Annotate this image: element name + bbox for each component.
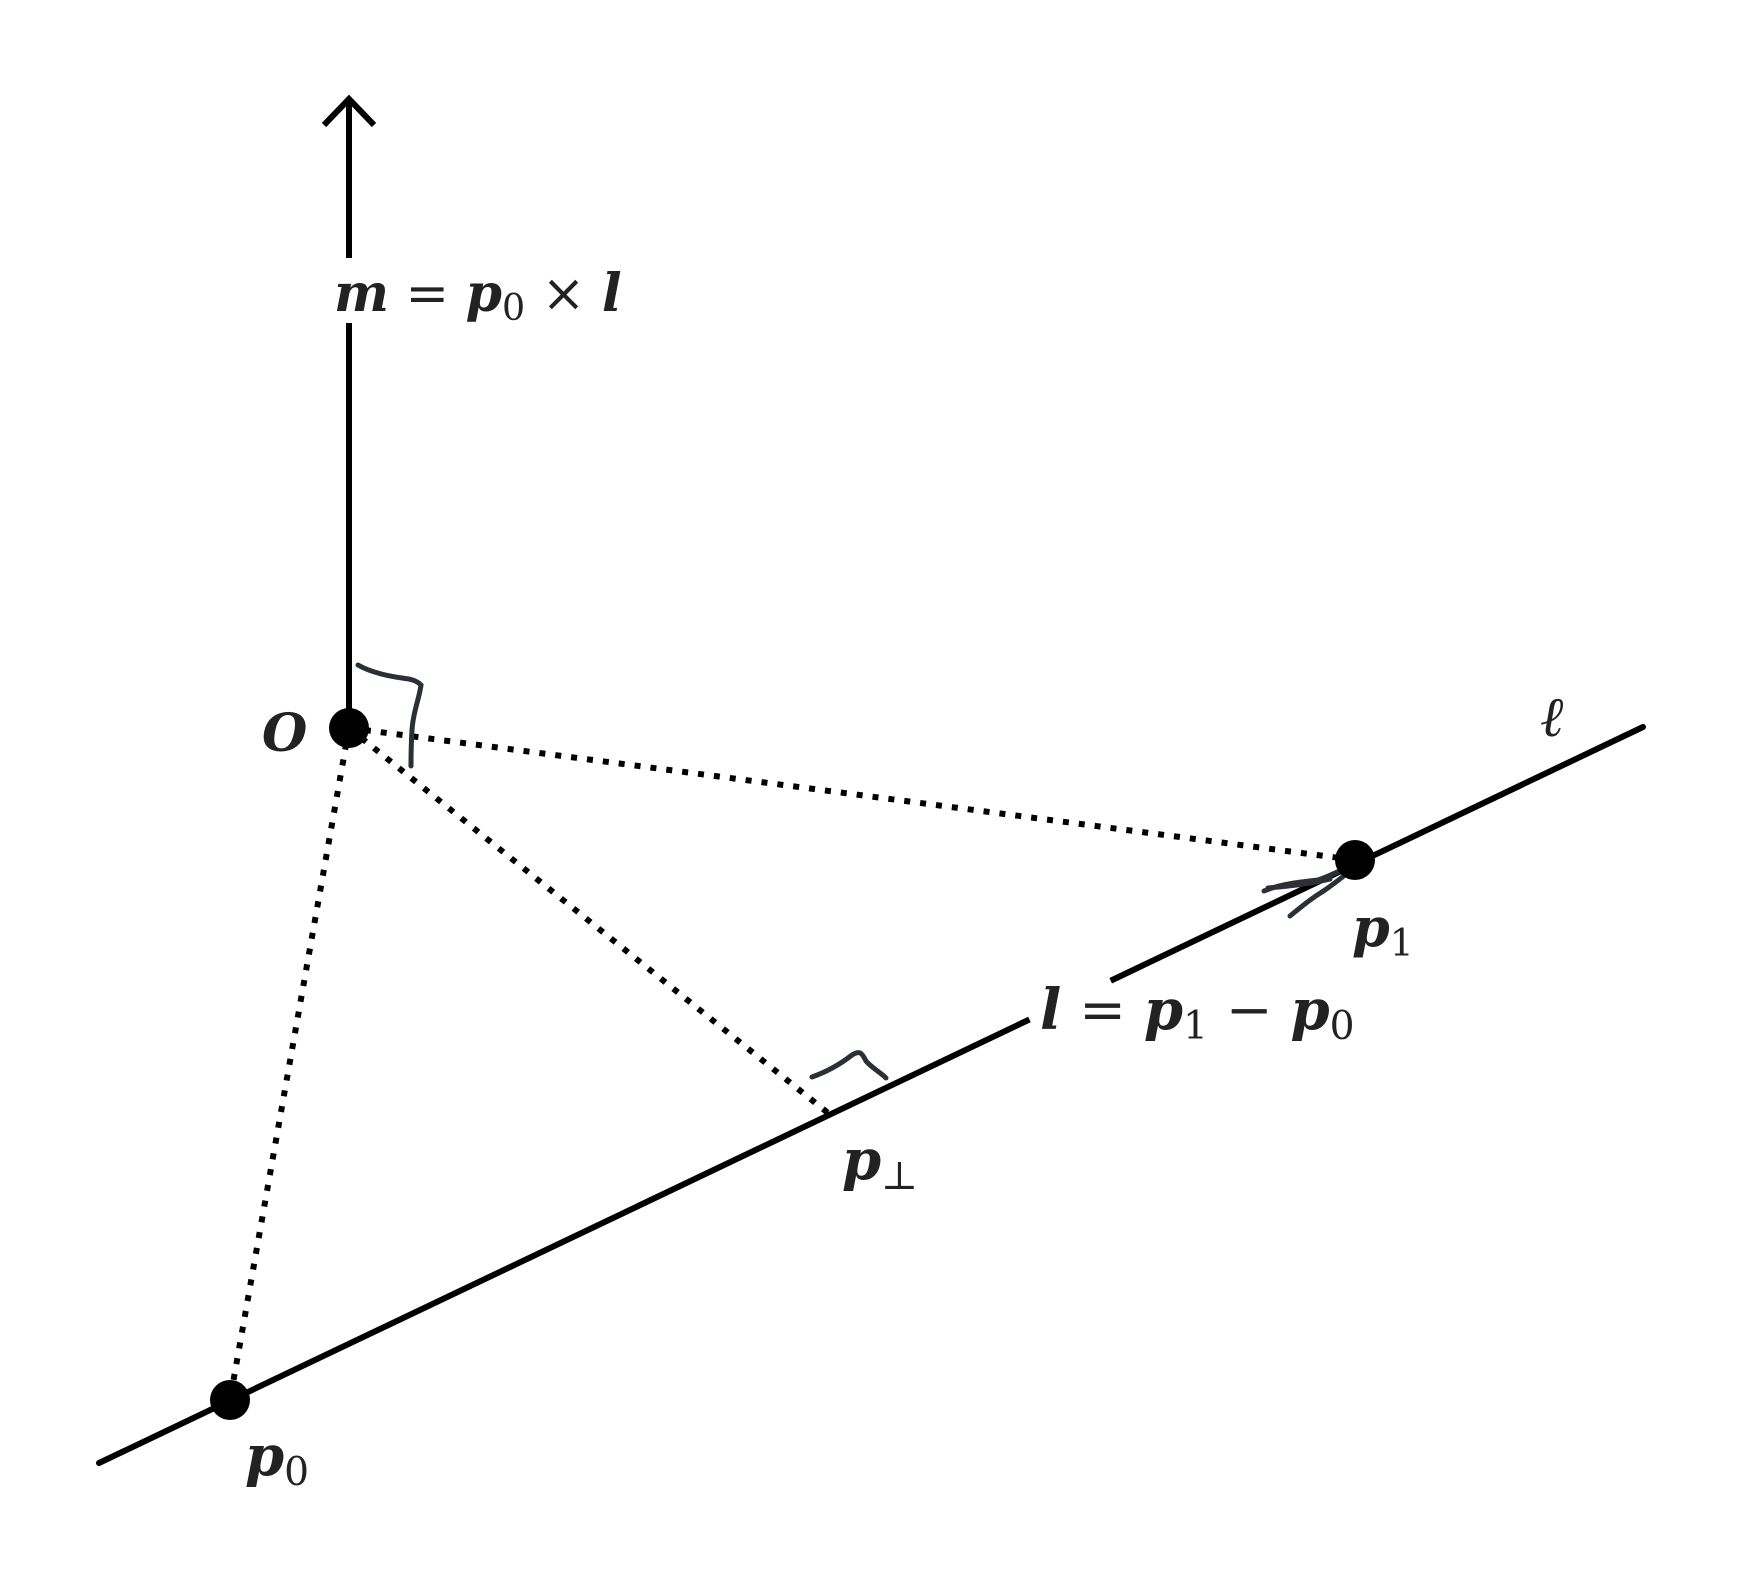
moment-p-subscript: 0 bbox=[502, 286, 526, 330]
dir-equals: = bbox=[1061, 978, 1144, 1043]
dir-p1-subscript: 1 bbox=[1182, 1003, 1208, 1049]
dir-p1: p bbox=[1143, 977, 1183, 1043]
moment-times: × bbox=[525, 264, 602, 324]
origin-label: O bbox=[262, 708, 307, 760]
p0-text: p bbox=[245, 1423, 285, 1489]
line-name-label: ℓ bbox=[1540, 690, 1563, 746]
moment-p: p bbox=[465, 263, 503, 324]
right-angle-mark-pperp bbox=[809, 1050, 889, 1081]
dir-p0: p bbox=[1290, 977, 1330, 1043]
dotted-o-to-p0 bbox=[227, 727, 352, 1401]
p1-subscript: 1 bbox=[1389, 920, 1414, 965]
right-angle-mark-origin bbox=[355, 662, 424, 769]
dir-l: l bbox=[1040, 977, 1062, 1043]
pperp-subscript: ⊥ bbox=[881, 1153, 919, 1199]
moment-equation-label: m = p0 × l bbox=[334, 268, 622, 327]
origin-label-text: O bbox=[262, 703, 308, 764]
dir-minus: − bbox=[1207, 978, 1291, 1043]
point-p1 bbox=[1335, 840, 1375, 880]
arrowhead-icon bbox=[321, 94, 377, 128]
dotted-o-to-p1 bbox=[348, 725, 1356, 863]
label-gap-dir-l bbox=[1017, 955, 1125, 1049]
dotted-o-to-pperp bbox=[347, 725, 830, 1116]
point-p0 bbox=[210, 1380, 250, 1420]
line-ell bbox=[96, 724, 1646, 1466]
line-name-text: ℓ bbox=[1540, 685, 1564, 750]
moment-m: m bbox=[334, 263, 390, 324]
origin-point bbox=[329, 708, 369, 748]
moment-l: l bbox=[601, 263, 622, 324]
p1-text: p bbox=[1352, 895, 1390, 959]
pperp-text: p bbox=[842, 1127, 882, 1193]
moment-equals: = bbox=[389, 264, 466, 324]
p0-subscript: 0 bbox=[284, 1449, 310, 1495]
p0-label: p0 bbox=[245, 1428, 309, 1492]
dir-p0-subscript: 0 bbox=[1329, 1003, 1355, 1049]
direction-equation-label: l = p1 − p0 bbox=[1040, 982, 1355, 1046]
pperp-label: p⊥ bbox=[842, 1132, 918, 1196]
p1-label: p1 bbox=[1352, 900, 1414, 962]
